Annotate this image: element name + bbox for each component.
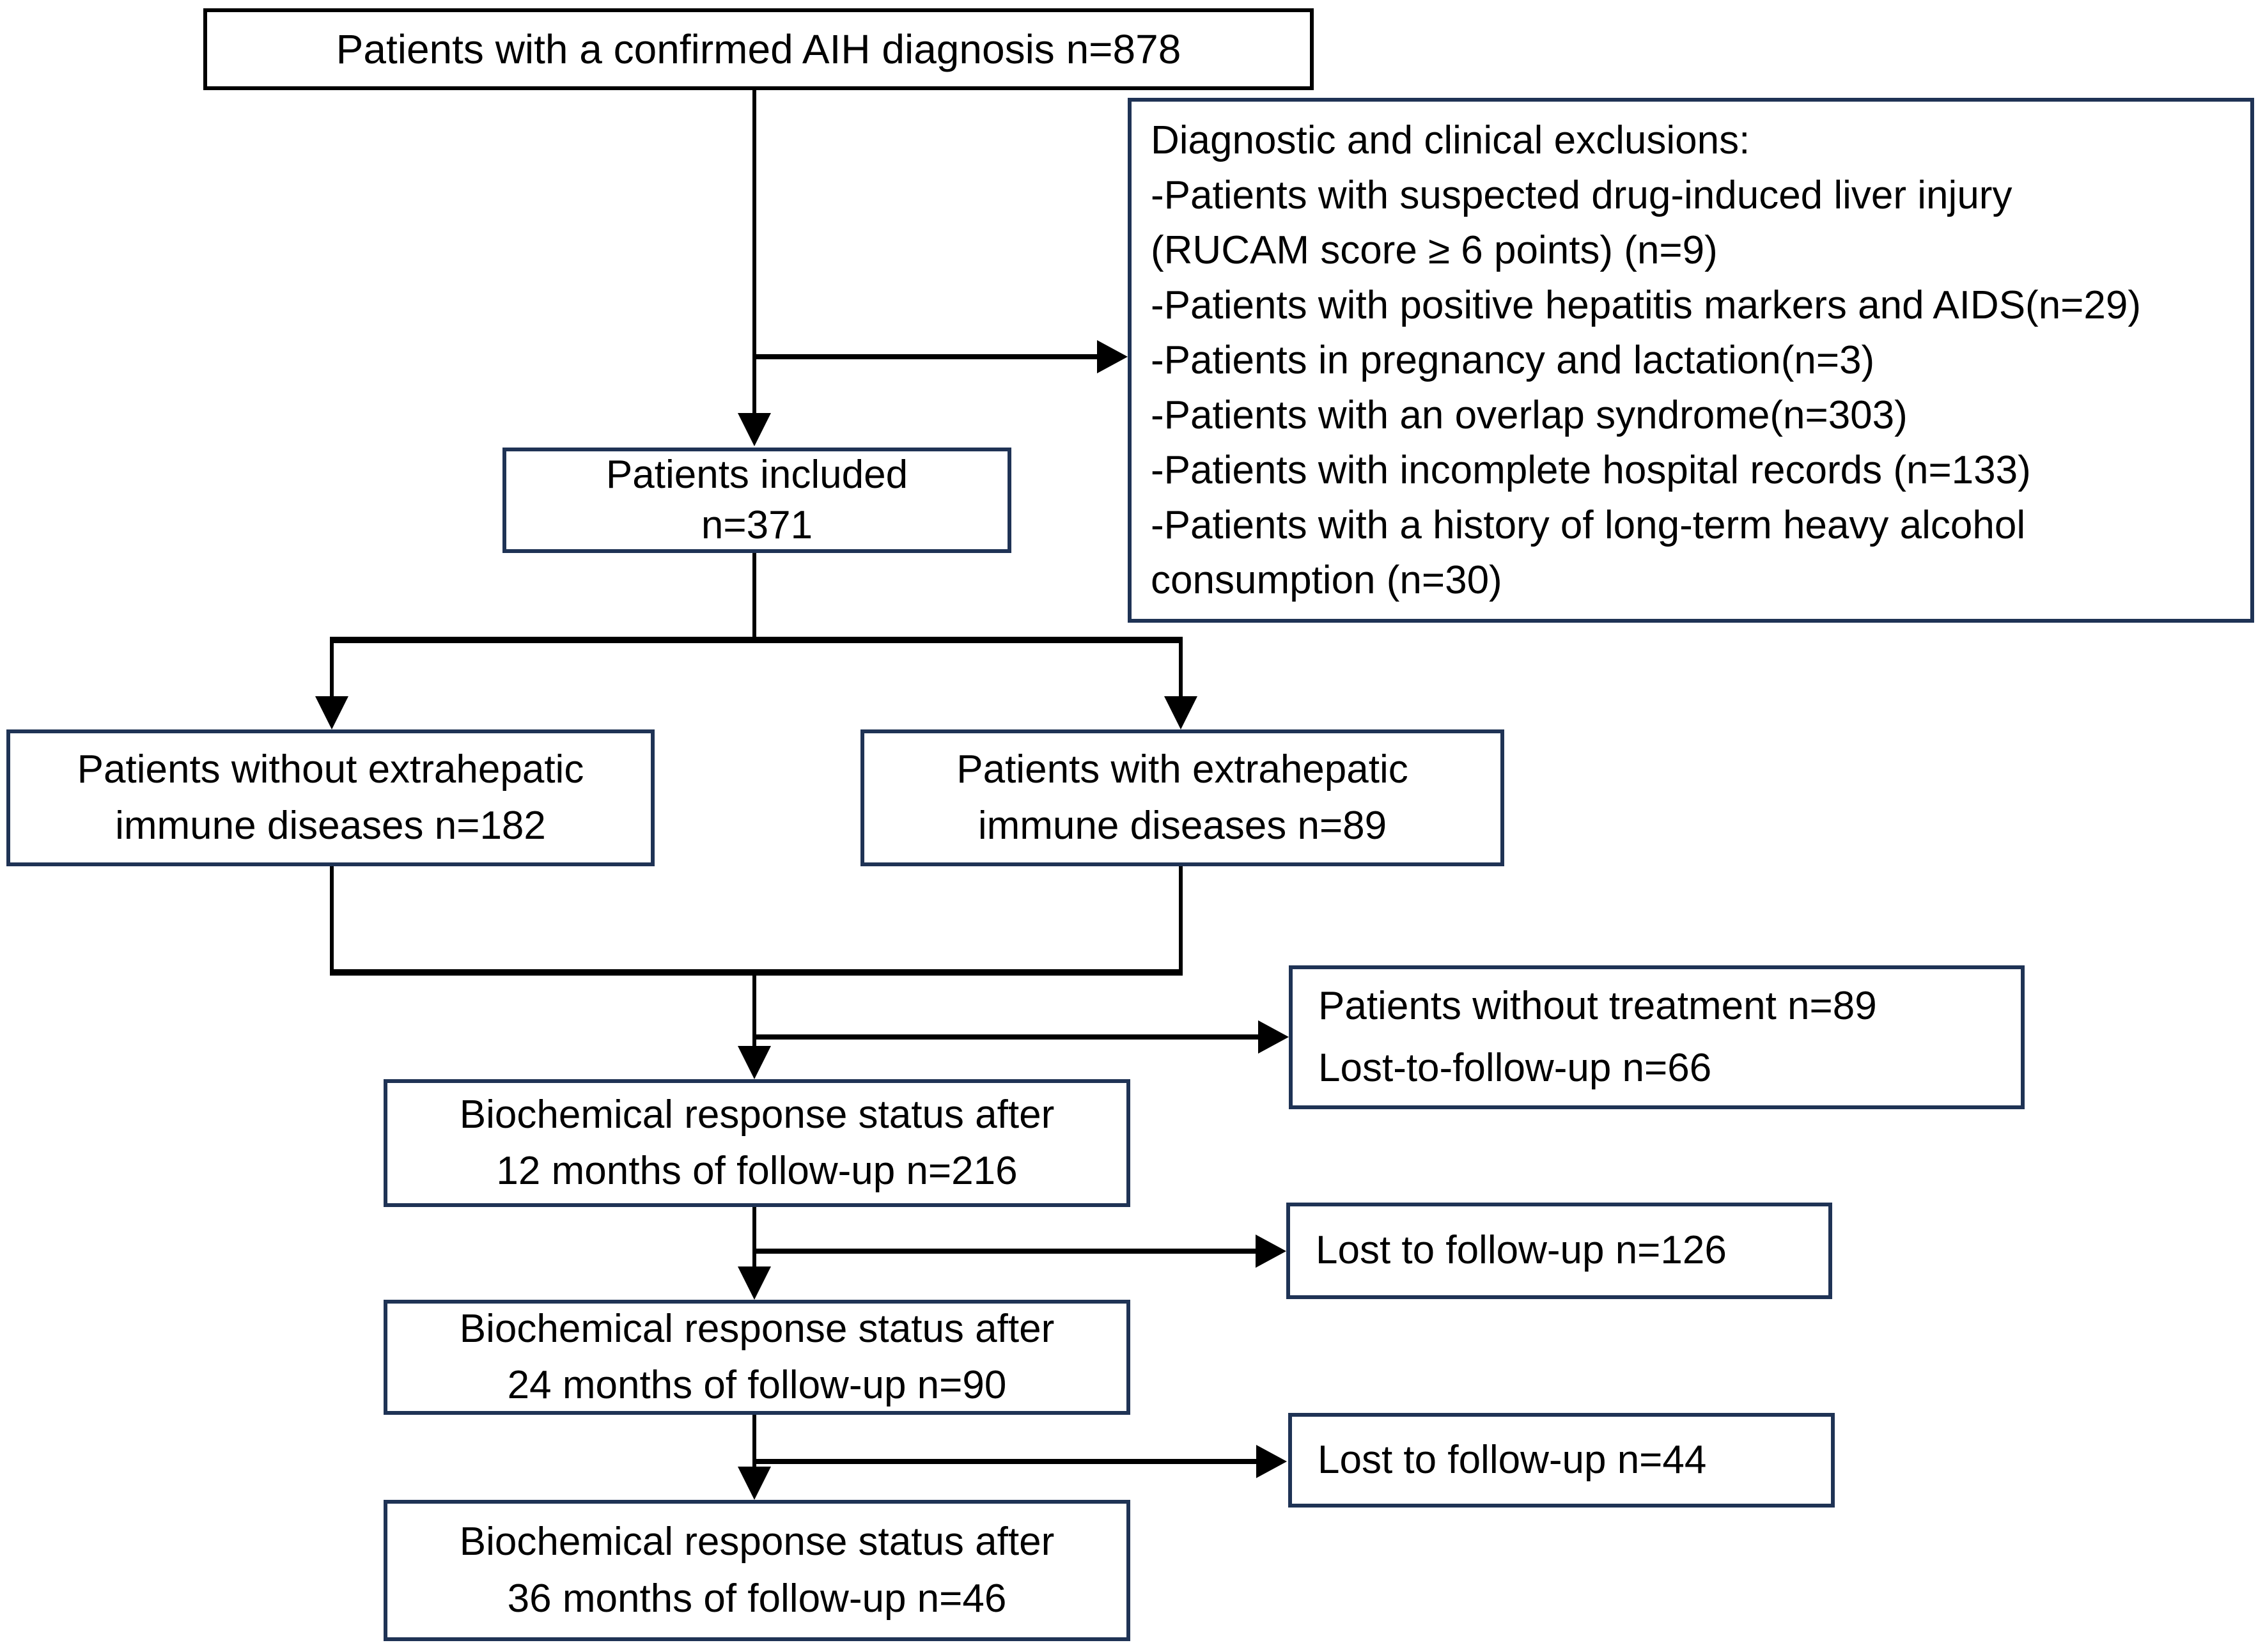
node-lost-to-followup-126: Lost to follow-up n=126	[1286, 1203, 1832, 1299]
node-label: Lost to follow-up n=44	[1318, 1437, 1707, 1482]
exclusion-line: -Patients with positive hepatitis marker…	[1151, 283, 2142, 327]
arrowhead-into-followup-24	[738, 1266, 771, 1300]
connector-merge-bar	[330, 969, 1183, 976]
connector-merge-down	[752, 969, 756, 1046]
arrowhead-into-followup-12	[738, 1046, 771, 1079]
node-label-line1: Biochemical response status after	[459, 1306, 1055, 1351]
exclusion-line: Diagnostic and clinical exclusions:	[1151, 118, 1750, 162]
node-label-line2: immune diseases n=182	[115, 804, 546, 848]
arrowhead-into-without-extrahepatic	[315, 696, 348, 729]
node-label-line1: Patients without extrahepatic	[77, 747, 584, 791]
node-label: Lost to follow-up n=126	[1316, 1228, 1727, 1273]
node-without-extrahepatic-immune-diseases: Patients without extrahepatic immune dis…	[6, 729, 655, 866]
exclusion-line: consumption (n=30)	[1151, 558, 1502, 602]
exclusion-line: -Patients with an overlap syndrome(n=303…	[1151, 393, 1908, 437]
node-label-line1: Biochemical response status after	[459, 1092, 1055, 1137]
exclusion-line: -Patients with a history of long-term he…	[1151, 503, 2026, 547]
node-patients-included: Patients included n=371	[502, 448, 1011, 553]
node-label-line2: 36 months of follow-up n=46	[507, 1576, 1007, 1621]
connector-drop-left	[330, 640, 334, 696]
arrowhead-into-with-extrahepatic	[1164, 696, 1197, 729]
arrowhead-into-lost-44	[1256, 1445, 1287, 1478]
node-without-treatment-lost-followup: Patients without treatment n=89 Lost-to-…	[1289, 965, 2025, 1109]
connector-merge-right	[1179, 864, 1183, 972]
node-label-line2: 12 months of follow-up n=216	[496, 1149, 1018, 1193]
arrowhead-into-followup-36	[738, 1467, 771, 1500]
node-label-line1: Patients with extrahepatic	[956, 747, 1408, 791]
node-label-line2: 24 months of follow-up n=90	[507, 1363, 1007, 1407]
node-biochemical-response-36-months: Biochemical response status after 36 mon…	[384, 1500, 1130, 1641]
node-label-line2: immune diseases n=89	[977, 804, 1387, 848]
node-label-line2: Lost-to-follow-up n=66	[1318, 1045, 1712, 1090]
exclusion-line: -Patients with suspected drug-induced li…	[1151, 173, 2012, 217]
exclusion-line: (RUCAM score ≥ 6 points) (n=9)	[1151, 228, 1718, 272]
arrowhead-into-included	[738, 413, 771, 446]
connector-f24-to-f36	[752, 1414, 756, 1467]
connector-drop-right	[1179, 640, 1183, 696]
connector-split-bar	[330, 637, 1183, 643]
node-biochemical-response-24-months: Biochemical response status after 24 mon…	[384, 1300, 1130, 1415]
node-with-extrahepatic-immune-diseases: Patients with extrahepatic immune diseas…	[860, 729, 1504, 866]
connector-branch-to-without-treatment	[754, 1034, 1258, 1040]
node-label-line2: n=371	[701, 503, 813, 547]
exclusion-line: -Patients with incomplete hospital recor…	[1151, 448, 2031, 492]
connector-branch-to-lost-44	[754, 1459, 1256, 1464]
connector-included-down	[752, 550, 756, 640]
connector-branch-to-lost-126	[754, 1249, 1256, 1254]
node-confirmed-aih-diagnosis: Patients with a confirmed AIH diagnosis …	[203, 8, 1314, 90]
node-label: Patients with a confirmed AIH diagnosis …	[336, 26, 1181, 72]
node-label-line1: Biochemical response status after	[459, 1520, 1055, 1564]
arrowhead-into-lost-126	[1256, 1235, 1286, 1268]
node-label-line1: Patients included	[605, 453, 908, 497]
connector-branch-to-exclusions	[754, 354, 1098, 359]
node-lost-to-followup-44: Lost to follow-up n=44	[1288, 1413, 1835, 1508]
connector-f12-to-f24	[752, 1206, 756, 1266]
exclusion-line: -Patients in pregnancy and lactation(n=3…	[1151, 338, 1875, 382]
node-label-line1: Patients without treatment n=89	[1318, 984, 1877, 1029]
arrowhead-into-without-treatment	[1258, 1020, 1289, 1054]
node-diagnostic-clinical-exclusions: Diagnostic and clinical exclusions: -Pat…	[1128, 98, 2254, 623]
connector-merge-left	[330, 864, 334, 972]
connector-confirmed-to-included	[752, 90, 756, 413]
node-biochemical-response-12-months: Biochemical response status after 12 mon…	[384, 1079, 1130, 1207]
arrowhead-into-exclusions	[1097, 340, 1128, 373]
exclusions-text-block: Diagnostic and clinical exclusions: -Pat…	[1132, 102, 2250, 608]
